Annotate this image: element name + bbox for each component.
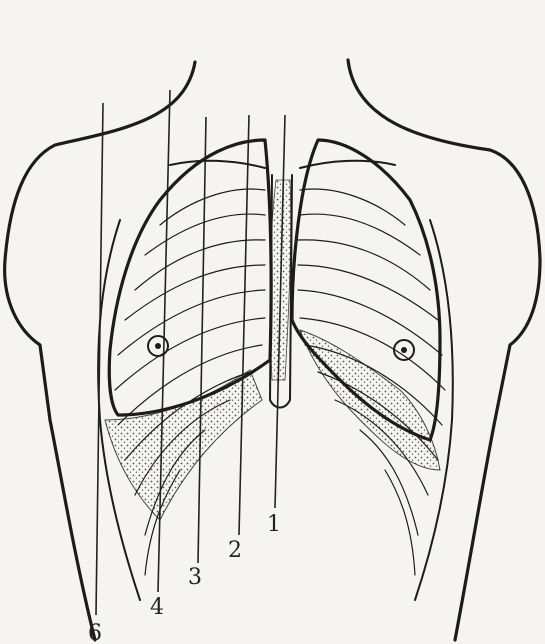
leader-line-4 — [158, 90, 170, 592]
nipple-left — [148, 336, 168, 356]
label-1: 1 — [267, 512, 281, 537]
leader-line-6 — [96, 103, 103, 615]
label-6: 6 — [88, 621, 102, 644]
label-4: 4 — [150, 595, 164, 620]
body-outline-right — [348, 60, 540, 640]
leader-line-3 — [198, 117, 206, 563]
pleura-left-lower — [105, 370, 262, 520]
label-2: 2 — [228, 538, 242, 563]
clavicle-left — [170, 161, 265, 168]
nipple-right — [394, 340, 414, 360]
leader-line-2 — [239, 115, 249, 535]
pleura-right-lower — [300, 330, 440, 470]
label-3: 3 — [188, 565, 202, 590]
